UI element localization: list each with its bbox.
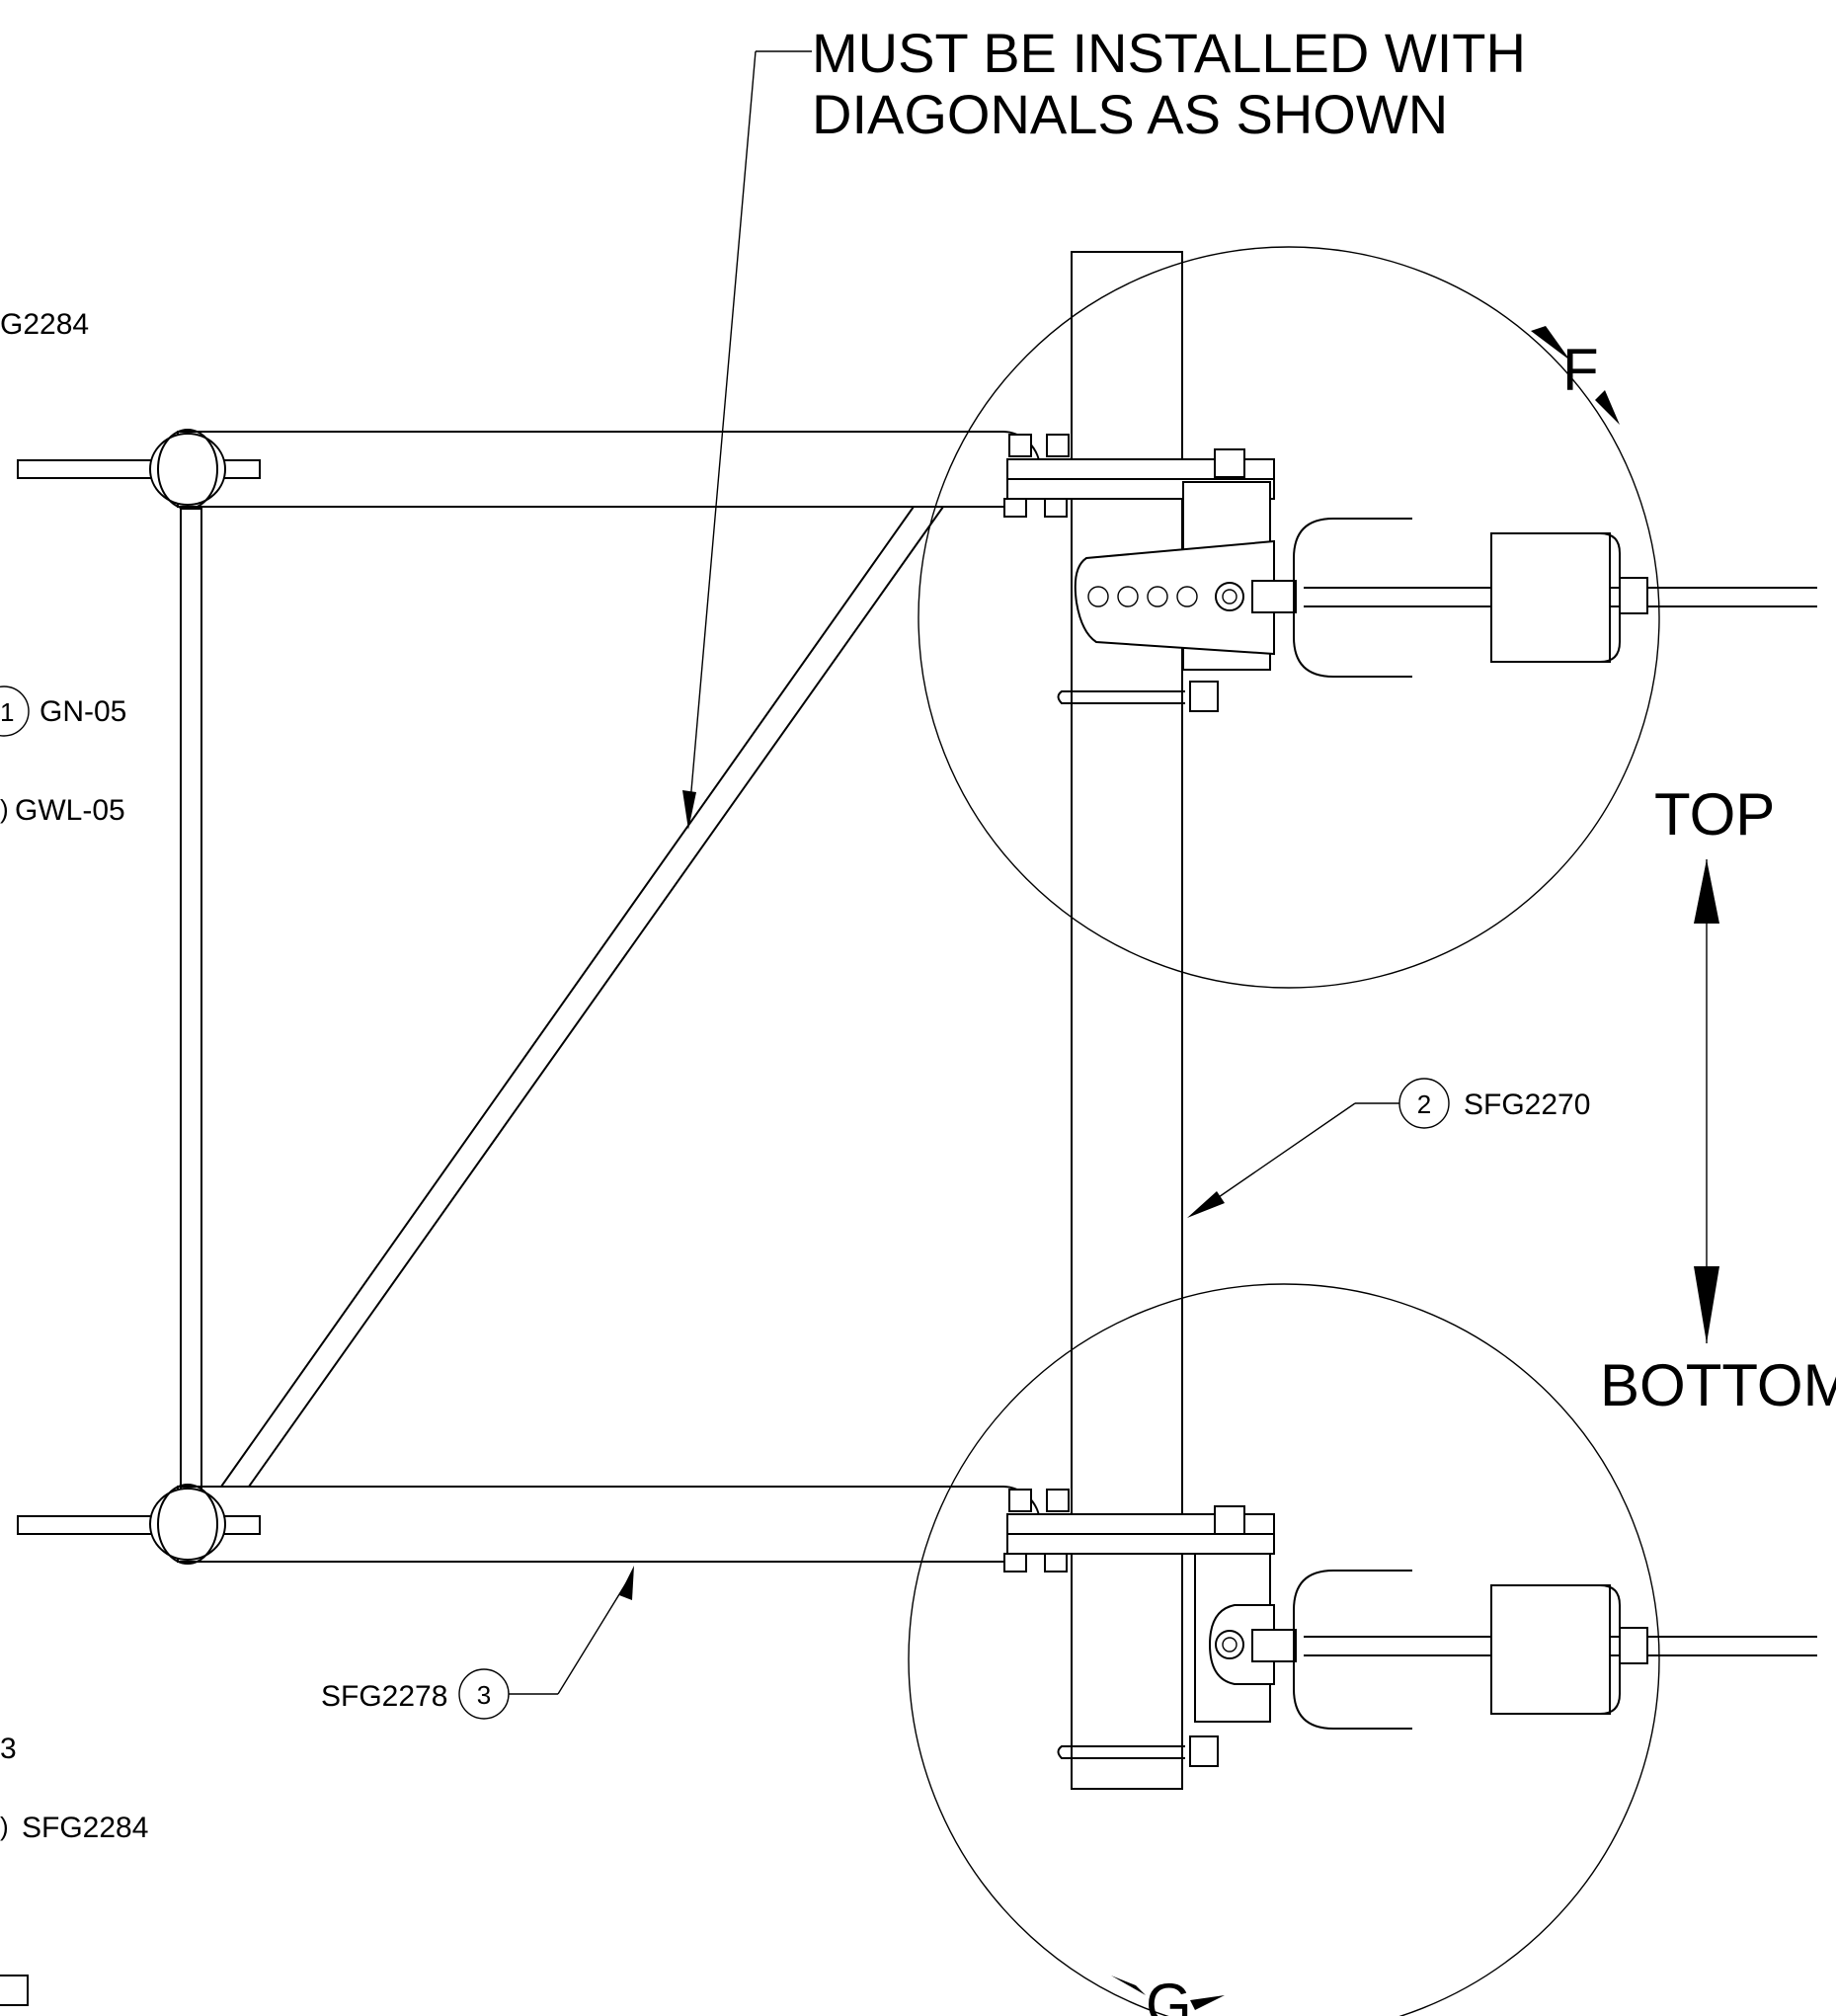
- detail-f-arrows: [1531, 326, 1620, 425]
- edge-callout-top-part: G2284: [0, 308, 89, 341]
- detail-circle-f: [918, 246, 1660, 989]
- note-line-1: MUST BE INSTALLED WITH: [812, 22, 1526, 84]
- bottom-clamp-assembly: [1003, 1489, 1817, 1767]
- callout-2-part: SFG2270: [1464, 1089, 1590, 1121]
- orientation-arrow: [1694, 859, 1719, 1343]
- diagonal-brace: [220, 506, 944, 1488]
- callout-2-number: 2: [1417, 1089, 1431, 1119]
- note-line-2: DIAGONALS AS SHOWN: [812, 83, 1448, 145]
- bottom-horizontal-arm: [17, 1484, 1041, 1565]
- edge-callout-gwl-part: GWL-05: [15, 794, 125, 827]
- edge-callout-b: 3: [0, 1733, 17, 1765]
- callout-3-leader: [458, 1566, 634, 1720]
- edge-callout-1-part: GN-05: [40, 695, 126, 728]
- top-clamp-assembly: [1003, 434, 1817, 712]
- callout-3-part: SFG2278: [321, 1680, 447, 1713]
- orientation-bottom-label: BOTTOM: [1600, 1352, 1836, 1418]
- left-vertical-tube: [180, 508, 202, 1492]
- detail-g-arrows: [1111, 1976, 1225, 2010]
- orientation-top-label: TOP: [1654, 781, 1775, 847]
- detail-marker-f: F: [1562, 337, 1599, 403]
- detail-circle-g: [908, 1283, 1660, 2016]
- mast-pipe: [1071, 251, 1183, 1790]
- edge-callout-sfg-number: ): [0, 1812, 9, 1841]
- callout-2-leader: [1187, 1078, 1450, 1218]
- top-horizontal-arm: [17, 429, 1041, 510]
- edge-callout-1-number: 1: [0, 697, 14, 727]
- edge-callout-gwl-number: ): [0, 794, 9, 824]
- detail-marker-g: G: [1146, 1972, 1192, 2016]
- callout-3-number: 3: [477, 1680, 491, 1710]
- edge-callout-sfg-part: SFG2284: [22, 1812, 148, 1844]
- note-leader: [682, 50, 812, 830]
- edge-callout-1-circle: [0, 685, 30, 737]
- edge-box: [0, 1975, 29, 2006]
